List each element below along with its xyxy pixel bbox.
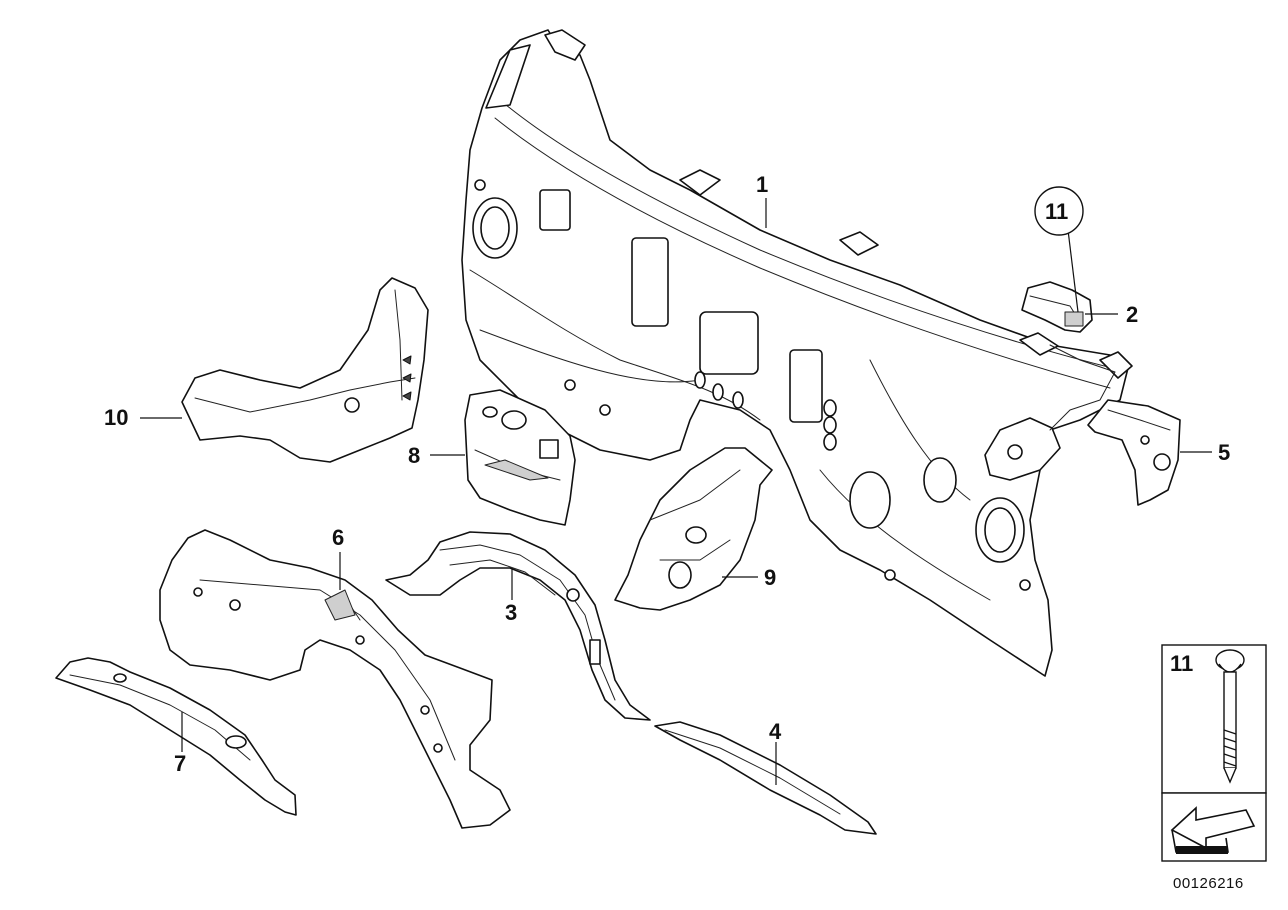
part-7-strip[interactable] <box>55 657 297 816</box>
direction-arrow-icon[interactable] <box>1161 792 1267 862</box>
callout-11-circle: 11 <box>1034 186 1084 236</box>
part-2-bracket[interactable] <box>1021 281 1093 333</box>
legend-box: 11 <box>1161 644 1267 794</box>
callout-9: 9 <box>764 565 776 590</box>
part-3-wheel-arch[interactable] <box>385 531 651 721</box>
callout-3: 3 <box>505 600 517 625</box>
part-10-side-bracket[interactable] <box>181 277 429 463</box>
legend-item-number: 11 <box>1170 651 1193 676</box>
callout-11: 11 <box>1045 199 1068 224</box>
callout-1: 1 <box>756 172 768 197</box>
part-5-bracket[interactable] <box>1087 399 1181 506</box>
screw-icon <box>1215 649 1245 784</box>
callout-4: 4 <box>769 719 782 744</box>
part-9-bracket[interactable] <box>614 447 773 611</box>
part-1-bulkhead[interactable] <box>461 29 1133 677</box>
callout-8: 8 <box>408 443 420 468</box>
leader-lines <box>140 198 1212 785</box>
document-id: 00126216 <box>1173 875 1244 892</box>
part-8-bracket[interactable] <box>464 389 576 526</box>
part-6-side-member[interactable] <box>159 529 511 829</box>
callout-5: 5 <box>1218 440 1230 465</box>
callout-2: 2 <box>1126 302 1138 327</box>
callout-7: 7 <box>174 751 186 776</box>
part-4-strip[interactable] <box>654 721 877 835</box>
callout-6: 6 <box>332 525 344 550</box>
callout-10: 10 <box>104 405 128 430</box>
